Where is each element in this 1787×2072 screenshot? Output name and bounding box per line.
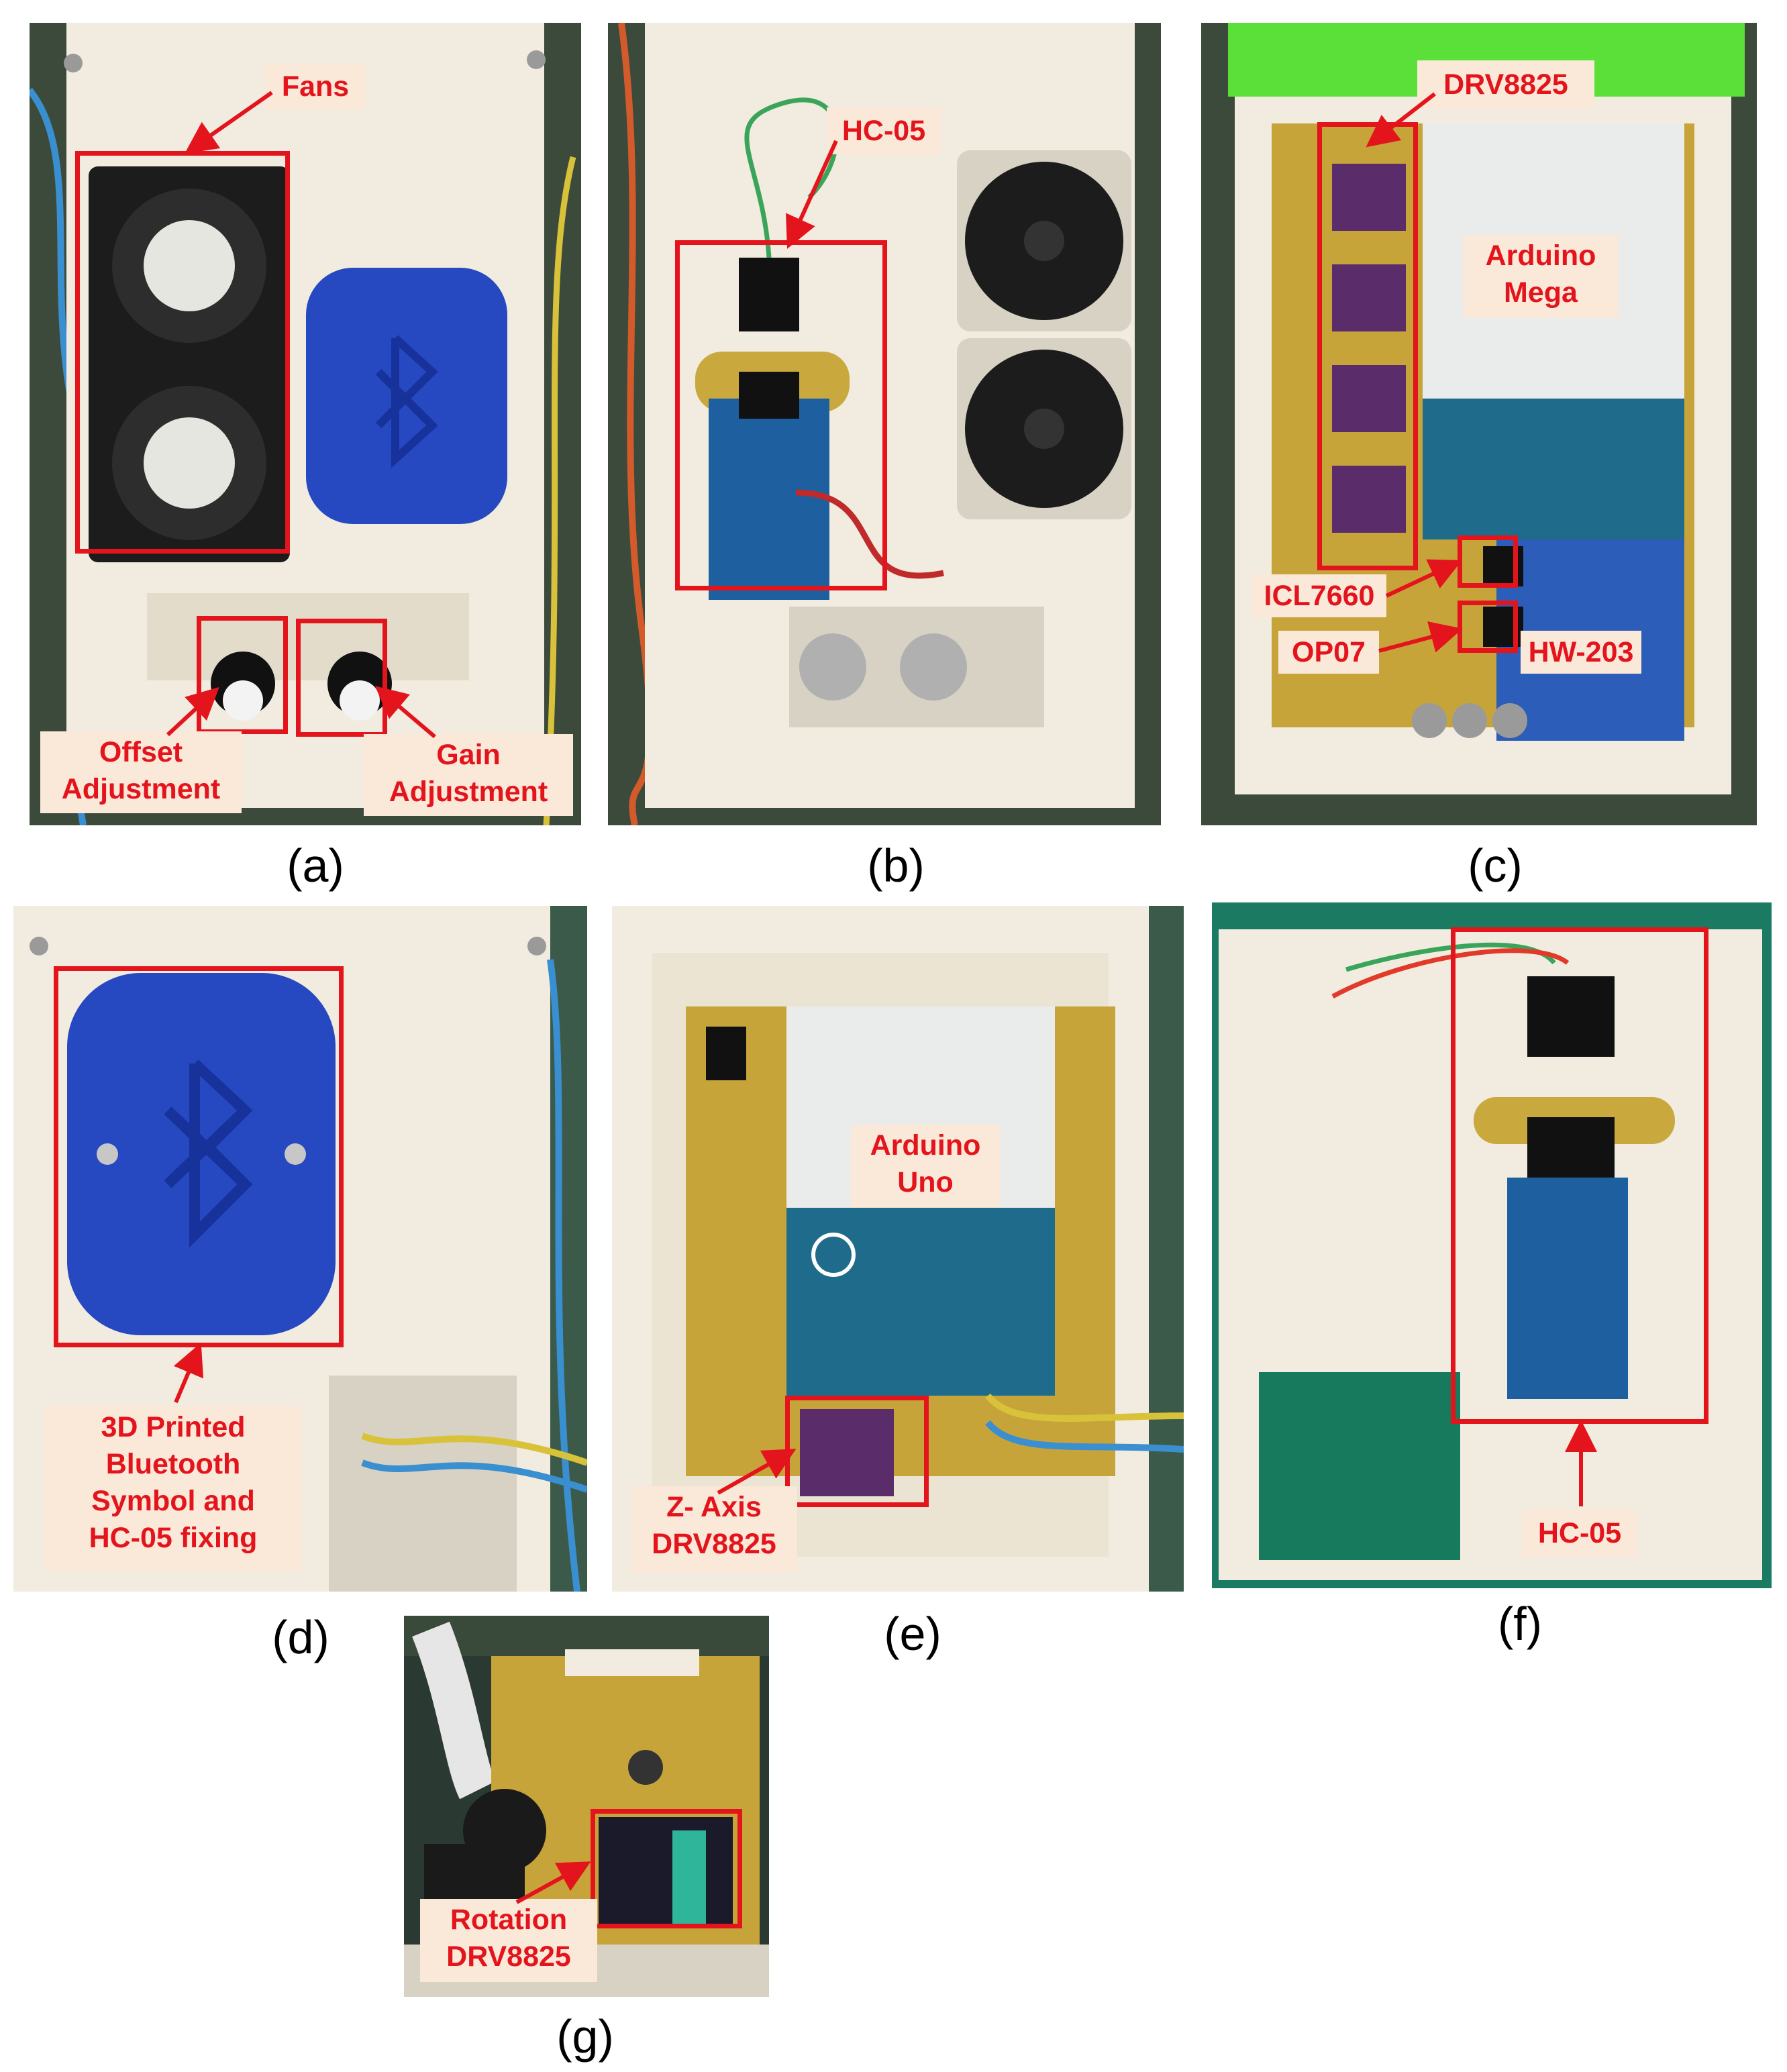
caption-b: (b) — [867, 839, 925, 892]
photo-e — [612, 906, 1184, 1592]
hc05-highlight-box-f — [1451, 927, 1708, 1424]
op07-highlight-box — [1458, 601, 1518, 653]
gain-knob-highlight-box — [296, 619, 387, 737]
arduino-uno-label: Arduino Uno — [851, 1125, 1000, 1208]
op07-label: OP07 — [1278, 631, 1379, 674]
z-axis-highlight-box — [785, 1396, 929, 1507]
caption-f: (f) — [1497, 1598, 1543, 1650]
offset-adjustment-label: Offset Adjustment — [40, 731, 242, 813]
caption-d: (d) — [272, 1611, 329, 1663]
photo-c — [1201, 23, 1757, 825]
caption-c: (c) — [1468, 839, 1523, 892]
arduino-mega-label: Arduino Mega — [1463, 235, 1619, 318]
hc05-label-b: HC-05 — [827, 107, 941, 154]
fans-highlight-box — [75, 151, 290, 554]
hw203-label: HW-203 — [1521, 631, 1641, 674]
photo-f — [1212, 902, 1772, 1588]
bluetooth-highlight-box — [54, 966, 344, 1347]
drv8825-label-c: DRV8825 — [1417, 60, 1594, 109]
caption-e: (e) — [884, 1608, 941, 1660]
rotation-highlight-box — [591, 1809, 742, 1928]
bluetooth-fixing-label: 3D Printed Bluetooth Symbol and HC-05 fi… — [44, 1406, 302, 1570]
hc05-highlight-box-b — [675, 240, 887, 590]
caption-a: (a) — [287, 839, 344, 892]
photo-c-image — [1201, 23, 1757, 825]
hc05-label-f: HC-05 — [1522, 1510, 1637, 1557]
caption-g: (g) — [556, 2010, 614, 2063]
z-axis-drv8825-label: Z- Axis DRV8825 — [631, 1486, 797, 1572]
icl7660-highlight-box — [1458, 535, 1518, 588]
fans-label: Fans — [265, 63, 366, 110]
offset-knob-highlight-box — [197, 616, 288, 734]
gain-adjustment-label: Gain Adjustment — [364, 734, 573, 816]
drv8825-highlight-box-c — [1317, 122, 1418, 570]
icl7660-label: ICL7660 — [1252, 574, 1386, 617]
rotation-drv8825-label: Rotation DRV8825 — [420, 1899, 597, 1982]
photo-f-image — [1212, 902, 1772, 1588]
photo-e-image — [612, 906, 1184, 1592]
